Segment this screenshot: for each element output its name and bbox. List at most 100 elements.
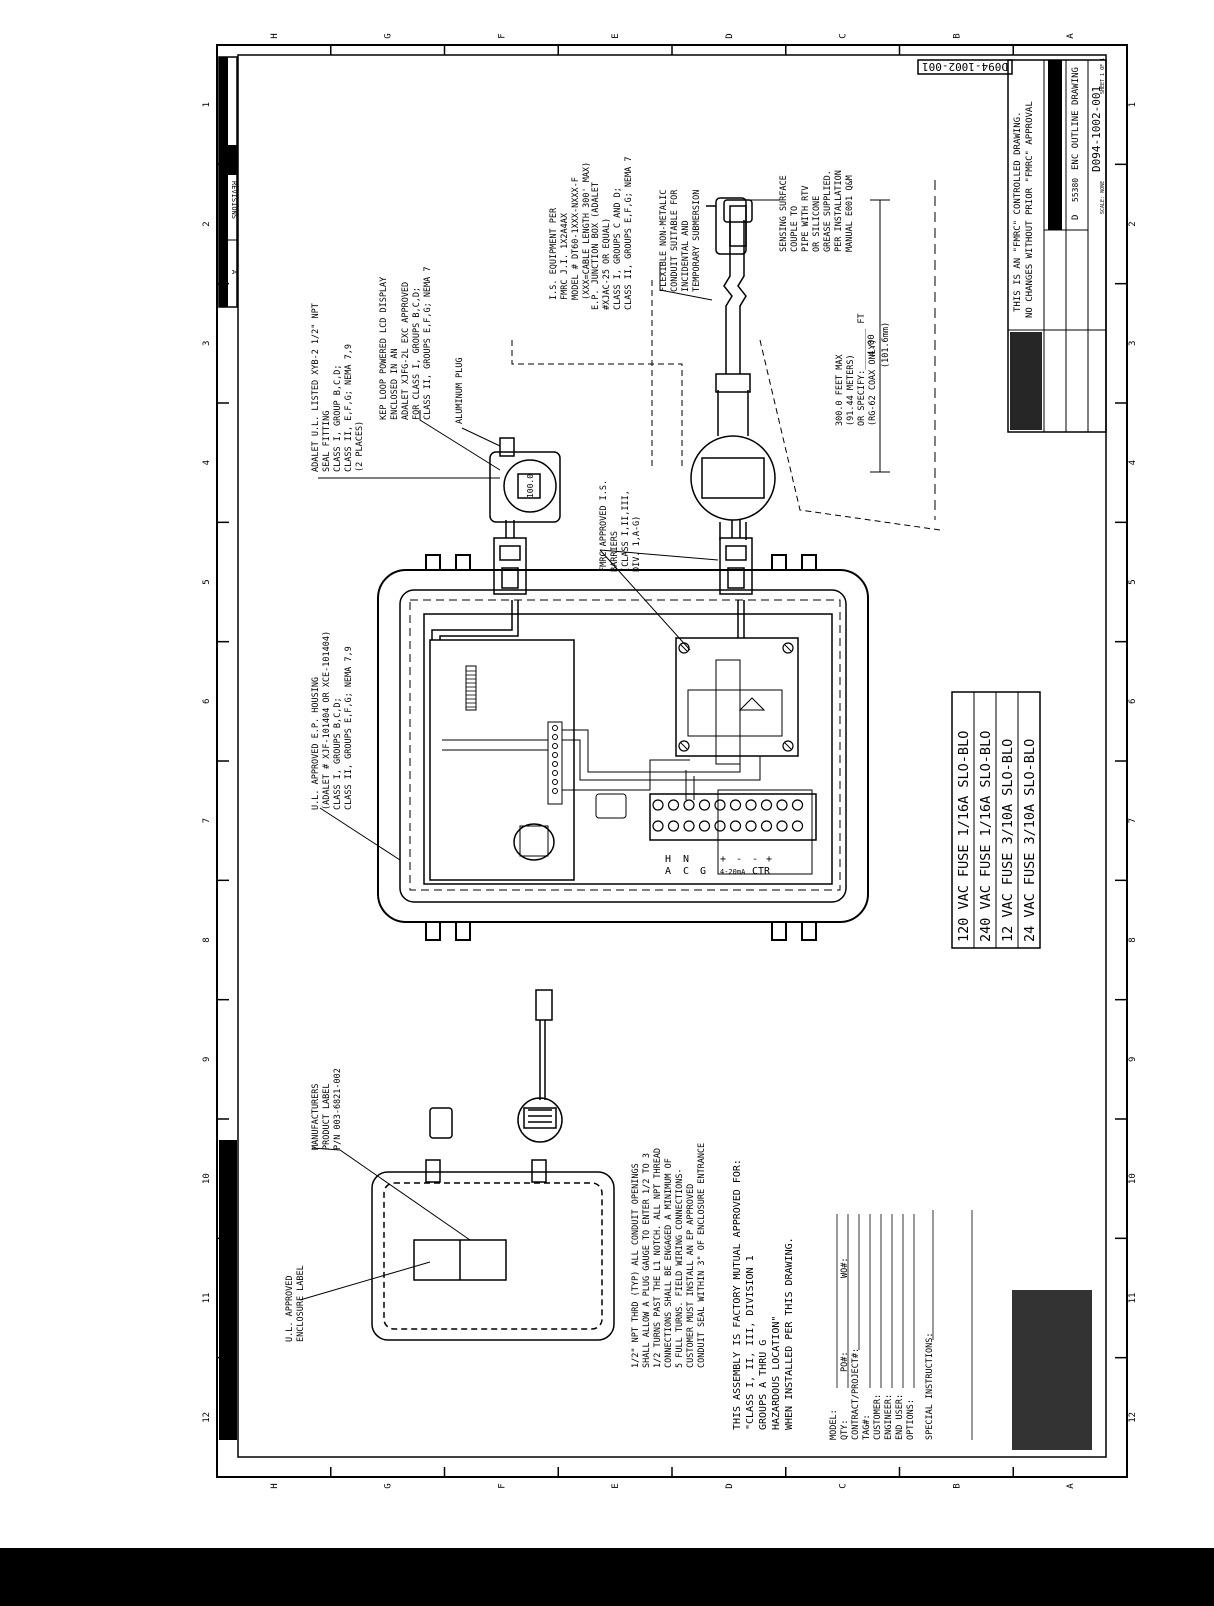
border-row-label: G <box>384 1483 394 1488</box>
revision-letter: A <box>230 270 238 275</box>
terminal-label-plus1: + <box>720 854 726 865</box>
note-sensing-line: GREASE SUPPLIED. <box>823 170 833 252</box>
note-ep-junction-line: E.P. JUNCTION BOX (ADALET <box>591 182 601 310</box>
junction-box <box>690 435 776 521</box>
note-conduit-line: INCIDENTAL AND <box>681 220 691 292</box>
general-notes <box>1012 1290 1092 1450</box>
border-col-label: 9 <box>202 1057 212 1062</box>
terminal-screw <box>760 820 773 832</box>
note-lcd-display-line: ENCLOSED IN AN <box>390 348 400 420</box>
border-row-label: A <box>1066 1483 1076 1489</box>
border-row-label: C <box>839 33 849 38</box>
pcb-pin <box>552 761 558 767</box>
terminal-screw <box>729 820 742 832</box>
terminal-labels: H N A C G + - - + 4-20mA CTR <box>665 854 772 877</box>
border-col-label: 5 <box>1128 579 1138 584</box>
note-approval-line: HAZARDOUS LOCATION" <box>771 1316 782 1430</box>
border-col-label: 11 <box>1128 1293 1138 1304</box>
form-field-label: END USER: <box>895 1394 905 1440</box>
note-sensing-line: COUPLE TO <box>790 206 800 252</box>
note-lcd-display-line: KEP LOOP POWERED LCD DISPLAY <box>379 277 389 420</box>
dimension-400-mm: (101.6mm) <box>881 322 891 368</box>
title-size: D <box>1071 215 1081 220</box>
fuse-table-row: 24 VAC FUSE 3/10A SLO-BLO <box>1022 739 1038 942</box>
form-field-label: QTY: <box>840 1420 850 1440</box>
mounting-hole-cross <box>784 742 792 750</box>
border-col-label: 1 <box>1128 102 1138 107</box>
border-col-label: 4 <box>1128 460 1138 465</box>
note-sensing-line: MANUAL E001 Q&M <box>845 175 855 252</box>
terminal-screw <box>791 799 804 811</box>
front-view <box>371 989 615 1341</box>
mounting-hole <box>678 740 690 752</box>
revisions-label: REVISIONS <box>230 181 238 219</box>
border-col-label: 7 <box>1128 818 1138 823</box>
note-conduit-line: FLEXIBLE NON-METALIC <box>659 190 669 292</box>
mounting-hole-cross <box>680 644 688 652</box>
title-line2: ENC OUTLINE DRAWING <box>1071 67 1081 170</box>
terminal-screw <box>667 799 680 811</box>
terminal-label-c: C <box>683 866 689 877</box>
border-row-label: F <box>497 1483 507 1488</box>
note-approval: THIS ASSEMBLY IS FACTORY MUTUAL APPROVED… <box>732 1159 795 1430</box>
border-col-label: 9 <box>1128 1057 1138 1062</box>
terminal-label-minus2: - <box>752 854 758 865</box>
note-adalet-seal-line: CLASS I, GROUP B,C,D; <box>333 365 343 472</box>
note-approval-line: "CLASS I, II, III, DIVISION 1 <box>745 1255 756 1430</box>
note-ep-junction-line: CLASS II, GROUPS E,F,G; NEMA 7 <box>624 156 634 310</box>
note-barriers-line: FMRC APPROVED I.S. <box>599 480 609 572</box>
dimension-400: 4.00 <box>867 334 877 356</box>
lcd-display-value: 100.0 <box>526 474 535 498</box>
note-adalet-seal-line: SEAL FITTING <box>322 411 332 472</box>
border-col-label: 2 <box>1128 221 1138 226</box>
border-col-label: 8 <box>1128 937 1138 942</box>
note-housing: U.L. APPROVED E.P. HOUSING(ADALET # XJF-… <box>311 631 354 810</box>
note-housing-line: CLASS I, GROUPS B,C,D; <box>333 697 343 810</box>
seal-fitting-right <box>719 537 753 595</box>
border-row-label: H <box>270 33 280 38</box>
note-housing-line: (ADALET # XJF-101404 OR XCE-101404) <box>322 631 332 810</box>
border-col-label: 6 <box>202 699 212 704</box>
pcb-pin <box>552 734 558 740</box>
form-po: PO#: <box>840 1352 850 1372</box>
terminal-label-minus1: - <box>736 854 742 865</box>
note-mfr-label-line: MANUFACTURERS <box>311 1083 321 1150</box>
note-approval-line: WHEN INSTALLED PER THIS DRAWING. <box>784 1237 795 1430</box>
revisions-block: REVISIONS A <box>218 56 238 308</box>
border-row-label: D <box>725 1483 735 1488</box>
pcb-pin <box>552 788 558 794</box>
note-npt-line: SHALL ALLOW A PLUG GAUGE TO ENTER 1/2 TO… <box>642 1153 652 1368</box>
mounting-hole <box>782 642 794 654</box>
main-enclosure <box>377 554 869 941</box>
terminal-screw <box>683 799 695 811</box>
reference-lines <box>511 180 941 651</box>
note-conduit-line: CONDUIT SUITABLE FOR <box>670 189 680 292</box>
terminal-screw <box>745 799 757 811</box>
note-mfr-label-line: PRODUCT LABEL <box>322 1083 332 1150</box>
drawing-number-box: D094-1002-001 <box>917 59 1013 75</box>
note-barriers-line: DIV. 1,A-G) <box>632 516 642 572</box>
terminal-screw <box>729 799 742 811</box>
form-wo: WO#: <box>840 1258 850 1278</box>
mounting-hole-cross <box>784 644 792 652</box>
legal-notes-block <box>219 1140 237 1440</box>
note-cable-line: 300.0 FEET MAX <box>835 353 845 426</box>
note-lcd-display-line: FOR CLASS I, GROUPS B,C,D; <box>412 287 422 420</box>
border-col-label: 2 <box>202 221 212 226</box>
terminal-label-ma: 4-20mA <box>720 868 746 876</box>
note-npt-line: CONNECTIONS SHALL BE ENGAGED A MINIMUM O… <box>664 1158 674 1368</box>
note-barriers-line: (CLASS I,II,III, <box>621 490 631 572</box>
terminal-screw <box>714 820 726 832</box>
terminal-screw <box>714 799 726 811</box>
border-col-label: 6 <box>1128 699 1138 704</box>
title-code: 55380 <box>1071 178 1080 202</box>
terminal-screw <box>667 820 680 832</box>
title-banner-line2: NO CHANGES WITHOUT PRIOR "FMRC" APPROVAL <box>1025 101 1035 318</box>
